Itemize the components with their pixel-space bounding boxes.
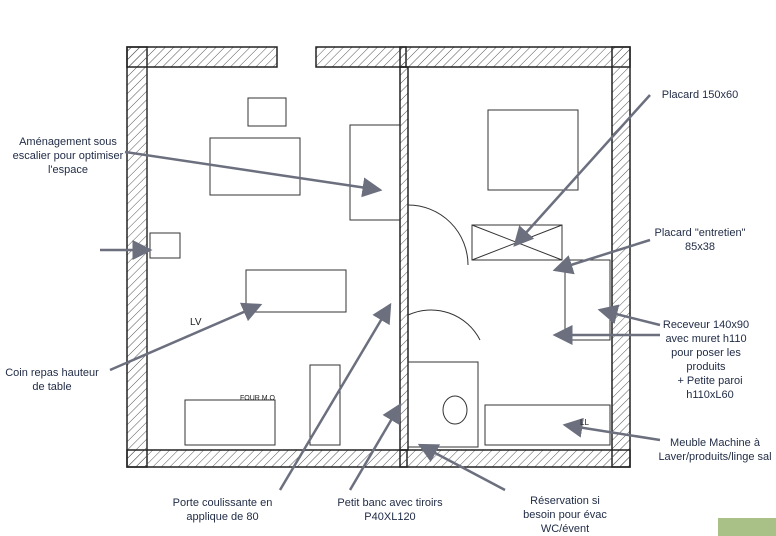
label-amenagement: Aménagement sous escalier pour optimiser… bbox=[12, 136, 124, 176]
label-placard: Placard 150x60 bbox=[661, 89, 739, 101]
label-coin-repas: Coin repas hauteur de table bbox=[5, 367, 99, 393]
label-porte: Porte coulissante en applique de 80 bbox=[172, 497, 273, 523]
interior-lines bbox=[146, 67, 611, 450]
accent-block bbox=[718, 518, 776, 536]
annotation-arrows bbox=[100, 94, 661, 492]
label-paroi: + Petite paroi h110xL60 bbox=[677, 375, 743, 401]
sketch-label-lv: LV bbox=[190, 317, 202, 328]
walls bbox=[126, 46, 631, 468]
label-reservation: Réservation si besoin pour évac WC/évent bbox=[523, 495, 607, 535]
sketch-label-ll: LL bbox=[580, 418, 589, 427]
label-meuble: Meuble Machine à Laver/produits/linge sa… bbox=[658, 437, 772, 463]
sketch-label-four: FOUR M.O bbox=[240, 395, 276, 402]
label-receveur: Receveur 140x90 avec muret h110 pour pos… bbox=[662, 319, 750, 373]
label-placard-entretien: Placard "entretien" 85x38 bbox=[654, 227, 746, 253]
label-banc: Petit banc avec tiroirs P40XL120 bbox=[337, 497, 443, 523]
